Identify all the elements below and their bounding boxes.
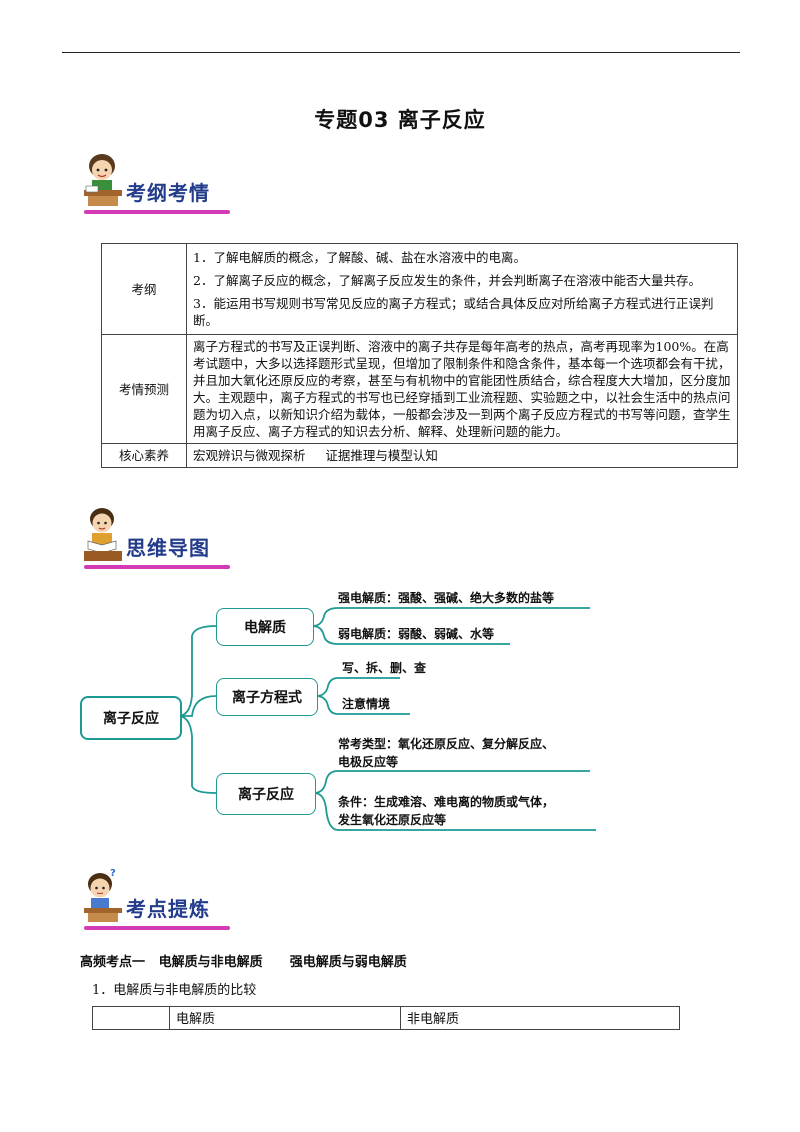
table-cell-content: 宏观辨识与微观探析 证据推理与模型认知: [186, 443, 738, 468]
header-rule: [62, 52, 740, 53]
mindmap-root: 离子反应: [80, 696, 182, 740]
table-row: 核心素养 宏观辨识与微观探析 证据推理与模型认知: [101, 443, 738, 468]
mindmap-leaf: 强电解质：强酸、强碱、绝大多数的盐等: [338, 591, 555, 605]
banner-label: 思维导图: [126, 536, 210, 560]
student-mascot-icon: [84, 154, 122, 206]
table-cell-head: 考情预测: [101, 334, 187, 444]
outline-item: 2．了解离子反应的概念，了解离子反应发生的条件，并会判断离子在溶液中能否大量共存…: [193, 273, 701, 288]
outline-item: 3．能运用书写规则书写常见反应的离子方程式；或结合具体反应对所给离子方程式进行正…: [193, 296, 714, 328]
mindmap-connectors: [177, 607, 596, 831]
table-cell-content: 离子方程式的书写及正误判断、溶液中的离子共存是每年高考的热点，高考再现率为100…: [186, 334, 738, 444]
banner-underline: [84, 926, 230, 930]
table-row: 考情预测 离子方程式的书写及正误判断、溶液中的离子共存是每年高考的热点，高考再现…: [101, 334, 738, 444]
outline-item: 1．了解电解质的概念，了解酸、碱、盐在水溶液中的电离。: [193, 250, 526, 265]
mindmap-leaf: 写、拆、删、查: [342, 661, 427, 675]
mindmap-leaf: 电极反应等: [338, 755, 399, 769]
mindmap: 离子反应 电解质 离子方程式 离子反应 强电解质：强酸、强碱、绝大多数的盐等 弱…: [70, 591, 610, 846]
keypoint-subheading: 1．电解质与非电解质的比较: [92, 983, 257, 998]
student-reading-icon: [84, 508, 122, 561]
section-banner-mindmap: 思维导图: [80, 505, 230, 571]
banner-underline: [84, 565, 230, 569]
mindmap-branch-ionic-reaction: 离子反应: [216, 773, 316, 815]
section-banner-outline: 考纲考情: [80, 150, 230, 216]
banner-label: 考点提炼: [126, 897, 210, 921]
table-cell-head: 核心素养: [101, 443, 187, 468]
table-cell-content: 1．了解电解质的概念，了解酸、碱、盐在水溶液中的电离。 2．了解离子反应的概念，…: [186, 243, 738, 335]
comparison-table: 电解质 非电解质: [92, 1006, 680, 1030]
mindmap-leaf: 注意情境: [342, 697, 391, 711]
document-title: 专题03 离子反应: [314, 108, 486, 132]
banner-label: 考纲考情: [126, 181, 210, 205]
outline-table: 考纲 1．了解电解质的概念，了解酸、碱、盐在水溶液中的电离。 2．了解离子反应的…: [101, 243, 738, 468]
mindmap-branch-ionic-equation: 离子方程式: [216, 678, 318, 716]
table-header-cell: 电解质: [169, 1006, 401, 1030]
mindmap-branch-electrolyte: 电解质: [216, 608, 314, 646]
mindmap-leaf: 弱电解质：弱酸、弱碱、水等: [338, 627, 495, 641]
student-thinking-icon: ?: [84, 868, 122, 922]
table-cell-head: 考纲: [101, 243, 187, 335]
mindmap-leaf: 发生氧化还原反应等: [338, 813, 447, 827]
svg-text:?: ?: [110, 868, 116, 879]
table-header-cell: 非电解质: [400, 1006, 680, 1030]
mindmap-leaf: 条件：生成难溶、难电离的物质或气体，: [338, 795, 555, 809]
banner-underline: [84, 210, 230, 214]
keypoint-heading: 高频考点一 电解质与非电解质 强电解质与弱电解质: [80, 955, 407, 970]
section-banner-keypoints: ? 考点提炼: [80, 866, 230, 932]
table-row: 考纲 1．了解电解质的概念，了解酸、碱、盐在水溶液中的电离。 2．了解离子反应的…: [101, 243, 738, 335]
table-header-row: 电解质 非电解质: [92, 1006, 680, 1030]
table-header-cell: [92, 1006, 170, 1030]
mindmap-leaf: 常考类型：氧化还原反应、复分解反应、: [338, 737, 555, 751]
